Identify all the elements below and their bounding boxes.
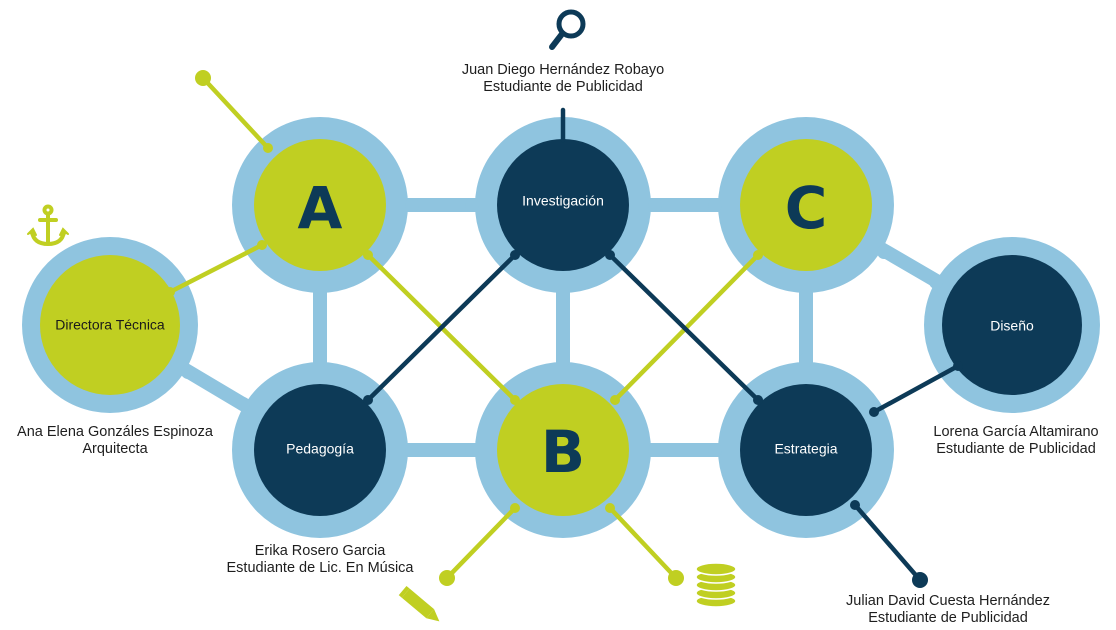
junction-dot (405, 443, 419, 457)
junction-dot (799, 353, 813, 367)
dot-est-bottom (850, 500, 860, 510)
anchor-icon (27, 204, 69, 247)
junction-dot (405, 198, 419, 212)
person-name: Juan Diego Hernández Robayo (461, 62, 665, 78)
junction-dot (648, 198, 662, 212)
dot-inv-est-1 (605, 250, 615, 260)
node-label-investigacion: Investigación (522, 193, 604, 209)
junction-dot (929, 275, 943, 289)
person-name: Erika Rosero Garcia (254, 543, 386, 559)
core-c (740, 139, 872, 271)
link-investigacion-estrategia (607, 252, 761, 403)
junction-dot (648, 443, 662, 457)
pencil-icon (398, 585, 440, 622)
dot-a-b-2 (510, 395, 520, 405)
node-label-a: A (298, 174, 343, 242)
core-investigacion (497, 139, 629, 271)
magnifier-icon (549, 9, 586, 50)
link-a-directora (167, 242, 265, 295)
junction-dot (181, 365, 195, 379)
caption-lorena: Lorena García Altamirano Estudiante de P… (916, 424, 1116, 458)
node-label-estrategia: Estrategia (774, 441, 837, 457)
dot-est-dis-1 (869, 407, 879, 417)
dot-coins (668, 570, 684, 586)
node-cores (40, 139, 1082, 516)
junction-dot (708, 198, 722, 212)
person-name: Julian David Cuesta Hernández (846, 593, 1050, 609)
link-a-top-left (200, 75, 271, 151)
dot-c-b-2 (610, 395, 620, 405)
core-diseno (942, 255, 1082, 395)
junction-dot (236, 397, 250, 411)
dot-a-top (263, 143, 273, 153)
junction-dot (556, 353, 570, 367)
caption-juan: Juan Diego Hernández Robayo Estudiante d… (443, 62, 683, 96)
caption-ana: Ana Elena Gonzáles Espinoza Arquitecta (0, 424, 230, 458)
person-name: Ana Elena Gonzáles Espinoza (17, 424, 213, 440)
dot-c-b-1 (753, 250, 763, 260)
dot-a-b-1 (363, 250, 373, 260)
dot-a-directora-1 (257, 240, 267, 250)
junction-dot (708, 443, 722, 457)
node-label-b: B (541, 418, 585, 486)
core-directora (40, 255, 180, 395)
junction-dot (877, 245, 891, 259)
node-label-directora: Directora Técnica (55, 317, 165, 333)
link-estrategia-bottom (852, 502, 923, 583)
link-investigacion-pedagogia (365, 252, 518, 403)
node-label-c: C (785, 174, 828, 242)
dot-a-directora-2 (165, 287, 175, 297)
node-label-diseno: Diseño (990, 318, 1034, 334)
link-b-coins (607, 505, 679, 581)
core-a (254, 139, 386, 271)
junction-dot (313, 353, 327, 367)
dot-b-bl (510, 503, 520, 513)
core-estrategia (740, 384, 872, 516)
junction-dot (465, 198, 479, 212)
junction-dot (313, 289, 327, 303)
junction-dot (799, 289, 813, 303)
navy-dots (363, 250, 963, 588)
caption-julian: Julian David Cuesta Hernández Estudiante… (828, 593, 1068, 627)
person-role: Estudiante de Publicidad (868, 610, 1028, 626)
dot-est-dis-2 (953, 361, 963, 371)
coins-icon (695, 562, 737, 608)
node-label-pedagogia: Pedagogía (286, 441, 354, 457)
person-role: Arquitecta (82, 441, 148, 457)
caption-erika: Erika Rosero Garcia Estudiante de Lic. E… (200, 543, 440, 577)
dot-inv-est-2 (753, 395, 763, 405)
dot-julian (912, 572, 928, 588)
lime-dots (165, 70, 763, 586)
link-estrategia-diseno (871, 363, 961, 415)
core-b (497, 384, 629, 516)
junction-dots (181, 198, 943, 457)
junction-dot (465, 443, 479, 457)
link-b-pencil (444, 505, 518, 581)
person-role: Estudiante de Publicidad (483, 79, 643, 95)
dot-top-left (195, 70, 211, 86)
person-role: Estudiante de Lic. En Música (226, 560, 414, 576)
person-role: Estudiante de Publicidad (936, 441, 1096, 457)
junction-dot (556, 289, 570, 303)
dot-b-br (605, 503, 615, 513)
navy-links (365, 107, 961, 583)
dot-inv-ped-1 (510, 250, 520, 260)
core-pedagogia (254, 384, 386, 516)
dot-inv-ped-2 (363, 395, 373, 405)
dot-pencil (439, 570, 455, 586)
person-name: Lorena García Altamirano (933, 424, 1099, 440)
